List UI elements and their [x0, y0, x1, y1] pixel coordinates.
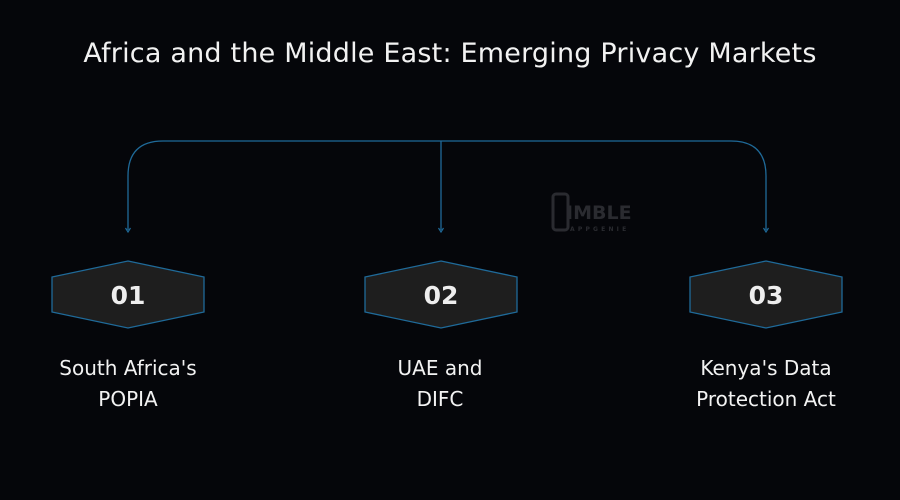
item-label-2: UAE and DIFC — [330, 353, 550, 415]
arrow-head-2 — [437, 227, 445, 234]
page-title: Africa and the Middle East: Emerging Pri… — [83, 38, 817, 69]
item-label-3: Kenya's Data Protection Act — [656, 353, 876, 415]
label-line: South Africa's — [59, 356, 197, 380]
svg-text:APPGENIE: APPGENIE — [570, 226, 629, 233]
connector-lines — [124, 140, 770, 234]
arrow-head-3 — [762, 227, 770, 234]
label-line: POPIA — [98, 387, 158, 411]
label-line: DIFC — [416, 387, 464, 411]
label-line: Protection Act — [696, 387, 836, 411]
arrow-head-1 — [124, 227, 132, 234]
step-number: 03 — [749, 281, 784, 310]
label-line: UAE and — [397, 356, 483, 380]
step-hexagon-1: 01 — [51, 260, 205, 329]
watermark-logo: IMBLE APPGENIE — [551, 192, 632, 233]
item-label-1: South Africa's POPIA — [18, 353, 238, 415]
step-number: 01 — [111, 281, 146, 310]
connector-bracket — [127, 140, 767, 230]
label-line: Kenya's Data — [700, 356, 832, 380]
hexagon-shape — [364, 260, 518, 329]
svg-text:IMBLE: IMBLE — [566, 202, 632, 224]
hexagon-shape — [51, 260, 205, 329]
step-hexagon-3: 03 — [689, 260, 843, 329]
step-hexagon-2: 02 — [364, 260, 518, 329]
step-number: 02 — [424, 281, 459, 310]
hexagon-shape — [689, 260, 843, 329]
